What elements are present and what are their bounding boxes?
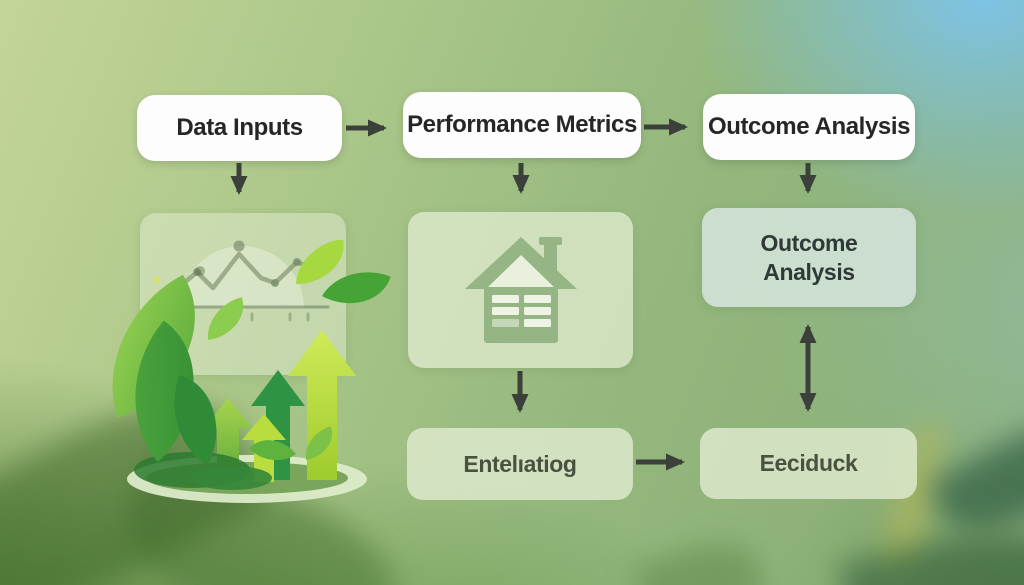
node-data-inputs: Data Inputs <box>137 95 342 161</box>
node-enteliatiog: Entelıatiog <box>407 428 633 500</box>
node-label-line1: Outcome <box>760 230 858 257</box>
node-outcome-analysis: Outcome Analysis <box>703 94 915 160</box>
node-label: Data Inputs <box>176 114 303 141</box>
node-label: Outcome Analysis <box>707 113 911 140</box>
growth-illustration-panel <box>140 213 346 375</box>
node-label-line2: Analysis <box>763 258 855 285</box>
eco-house-icon <box>464 237 577 343</box>
blurred-leaf-decoration <box>927 404 1024 551</box>
leaf-icon <box>297 425 341 462</box>
node-label: Eeciduck <box>759 450 858 476</box>
node-outcome-analysis-detail: Outcome Analysis <box>702 208 916 307</box>
node-eeciduck: Eeciduck <box>700 428 917 499</box>
node-label: Performance Metrics <box>407 111 637 138</box>
node-label: Entelıatiog <box>463 450 577 477</box>
house-metrics-panel <box>408 212 633 368</box>
line-chart-icon <box>153 240 330 322</box>
blurred-leaf-decoration <box>632 531 768 585</box>
blurred-leaf-decoration <box>838 518 1024 585</box>
node-performance-metrics: Performance Metrics <box>403 92 641 158</box>
